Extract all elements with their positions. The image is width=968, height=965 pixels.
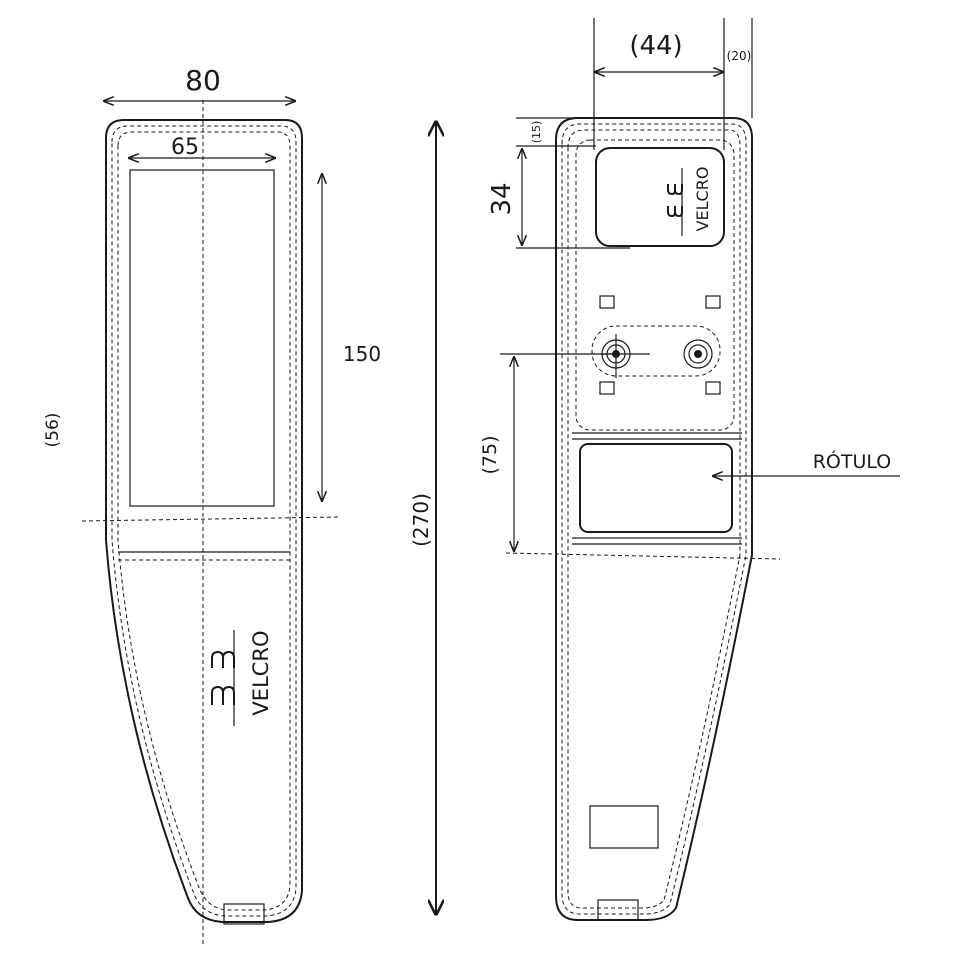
front-ext-line [81,516,341,522]
front-window [129,169,275,507]
back-bottom-tab [597,899,639,921]
front-view: 80 65 150 (56) VELCRO [43,64,381,945]
front-width-dim-label: 80 [185,64,221,97]
velcro-height-dim-label: 34 [487,182,517,215]
front-lower-dim-label: (56) [43,413,63,448]
front-outline [105,119,303,923]
clip-top-left [599,295,615,309]
front-bottom-tab [223,903,265,925]
back-small-rect [589,805,659,849]
clip-bottom-right [705,381,721,395]
total-height-dimension: (270) [409,122,436,914]
back-velcro-label: VELCRO [693,167,712,232]
back-upper-panel [575,139,735,431]
front-velcro-icon [211,630,235,726]
top-offset-dim-label: (15) [530,121,543,144]
back-velcro-icon [667,168,683,236]
clip-top-right [705,295,721,309]
label-area [579,443,733,533]
clip-bottom-left [599,381,615,395]
back-stitch-inner [567,129,741,909]
total-height-label: (270) [409,493,433,547]
back-ext-line [505,552,781,560]
front-velcro-label: VELCRO [249,630,273,715]
back-side-dim-label: (20) [727,49,752,63]
back-velcro-patch [595,147,725,247]
front-inner-width-dim-label: 65 [171,135,199,160]
mount-area [591,325,721,377]
front-window-height-dim-label: 150 [343,342,381,366]
back-outline [555,117,753,921]
back-view: VELCRO [479,18,900,921]
screw-right-icon [683,339,713,369]
label-callout-text: RÓTULO [813,449,892,473]
front-stitch-inner [117,131,291,911]
back-stitch-outer [561,123,747,915]
back-width-dim-label: (44) [629,31,682,61]
front-stitch-outer [111,125,297,917]
mount-dim-label: (75) [479,435,501,474]
